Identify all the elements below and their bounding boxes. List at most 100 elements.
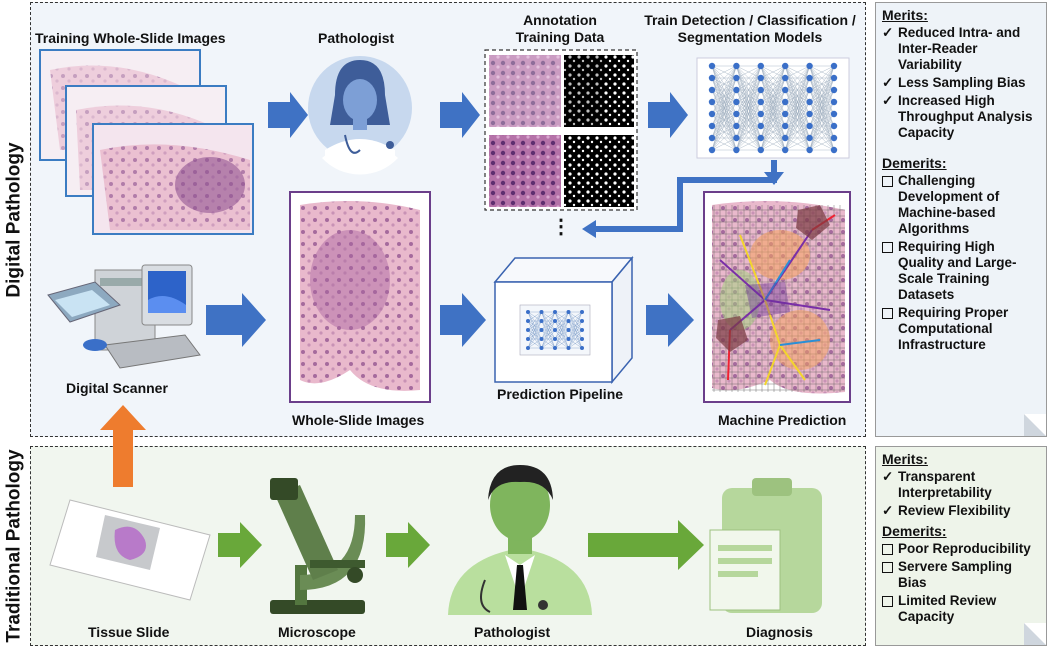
nn-node: [566, 310, 571, 314]
nn-edge: [711, 65, 737, 151]
nn-edge: [785, 89, 810, 151]
nn-edge: [554, 338, 569, 349]
nn-edge: [760, 65, 786, 79]
nn-edge: [711, 101, 737, 151]
nn-node: [580, 310, 584, 314]
nn-node: [830, 86, 838, 94]
nn-edge: [736, 65, 761, 139]
nn-node: [733, 62, 740, 70]
nn-edge: [541, 338, 556, 349]
nn-edge: [711, 77, 737, 151]
nn-edge: [711, 65, 737, 79]
nn-edge: [785, 65, 810, 139]
list-item: Challenging Development of Machine-based…: [882, 173, 1040, 237]
nn-node: [806, 122, 813, 130]
nn-node: [757, 122, 764, 130]
nn-edge: [809, 65, 835, 115]
nn-node: [708, 146, 716, 154]
nn-edge: [568, 311, 583, 349]
nn-edge: [527, 311, 542, 340]
nn-node: [566, 328, 571, 332]
nn-node: [708, 110, 716, 118]
nn-node: [830, 110, 838, 118]
nn-node: [708, 98, 716, 106]
pathologist-avatar: [308, 56, 412, 175]
nn-node: [708, 86, 716, 94]
list-item: Requiring High Quality and Large-Scale T…: [882, 239, 1040, 303]
nn-node: [553, 346, 557, 350]
nn-node: [757, 98, 764, 106]
nn-edge: [760, 65, 786, 103]
nn-node: [526, 319, 530, 323]
scanner-up-arrow: [100, 405, 146, 487]
traditional-merits-title: Merits:: [882, 451, 928, 467]
nn-edge: [711, 89, 737, 151]
page-fold-icon: [1024, 623, 1046, 645]
nn-edge: [760, 77, 786, 151]
nn-edge: [809, 89, 835, 151]
label-train-models: Train Detection / Classification / Segme…: [644, 12, 856, 45]
nn-node: [539, 319, 544, 323]
nn-edge: [760, 65, 786, 139]
nn-node: [757, 74, 764, 82]
nn-edge: [760, 65, 786, 115]
nn-node: [526, 337, 530, 341]
digital-demerits-list: Challenging Development of Machine-based…: [882, 173, 1040, 353]
traditional-merits-list: ✓Transparent Interpretability ✓Review Fl…: [882, 469, 1040, 519]
nn-node: [806, 134, 813, 142]
page-fold-icon: [1024, 414, 1046, 436]
nn-edge: [711, 65, 737, 115]
nn-edge: [809, 101, 835, 151]
label-wsi: Whole-Slide Images: [292, 412, 425, 428]
training-slides-image: [39, 49, 254, 235]
nn-edge: [809, 65, 835, 139]
nn-edge: [785, 65, 810, 79]
nn-node: [539, 346, 544, 350]
nn-node: [733, 74, 740, 82]
nn-edge: [541, 311, 556, 331]
nn-edge: [554, 311, 569, 349]
nn-node: [782, 98, 789, 106]
nn-node: [782, 74, 789, 82]
nn-edge: [527, 311, 542, 349]
nn-node: [526, 310, 530, 314]
checkbox-empty-icon: [882, 308, 893, 319]
label-tissue-slide: Tissue Slide: [88, 624, 170, 640]
digital-arrows: [206, 92, 694, 347]
connector-head-down: [764, 172, 784, 185]
nn-edge: [736, 77, 761, 151]
nn-edge: [736, 65, 761, 127]
nn-node: [580, 337, 584, 341]
label-pathologist-traditional: Pathologist: [474, 624, 551, 640]
nn-edge: [527, 329, 542, 349]
nn-node: [566, 319, 571, 323]
digital-demerits-title: Demerits:: [882, 155, 947, 171]
nn-edge: [736, 125, 761, 151]
nn-edge: [527, 320, 542, 349]
connector-head-left: [582, 220, 596, 238]
nn-node: [539, 310, 544, 314]
list-item: Poor Reproducibility: [882, 541, 1040, 557]
list-item: ✓Less Sampling Bias: [882, 75, 1026, 90]
check-icon: ✓: [882, 469, 894, 484]
checkbox-empty-icon: [882, 242, 893, 253]
list-item: ✓Reduced Intra- and Inter-Reader Variabi…: [882, 25, 1021, 72]
digital-merits-list: ✓Reduced Intra- and Inter-Reader Variabi…: [882, 25, 1040, 141]
traditional-demerits-list: Poor Reproducibility Servere Sampling Bi…: [882, 541, 1040, 625]
nn-node: [830, 62, 838, 70]
nn-edge: [785, 101, 810, 151]
nn-node: [566, 346, 571, 350]
list-item: ✓Review Flexibility: [882, 503, 1011, 518]
label-diagnosis: Diagnosis: [746, 624, 813, 640]
nn-edge: [785, 65, 810, 91]
nn-node: [782, 62, 789, 70]
nn-node: [782, 146, 789, 154]
microscope-image: [270, 478, 366, 614]
list-item: Requiring Proper Computational Infrastru…: [882, 305, 1040, 353]
nn-edge: [736, 65, 761, 151]
nn-edge: [527, 311, 542, 331]
nn-node: [806, 62, 813, 70]
nn-node: [553, 337, 557, 341]
nn-edge: [541, 320, 556, 349]
